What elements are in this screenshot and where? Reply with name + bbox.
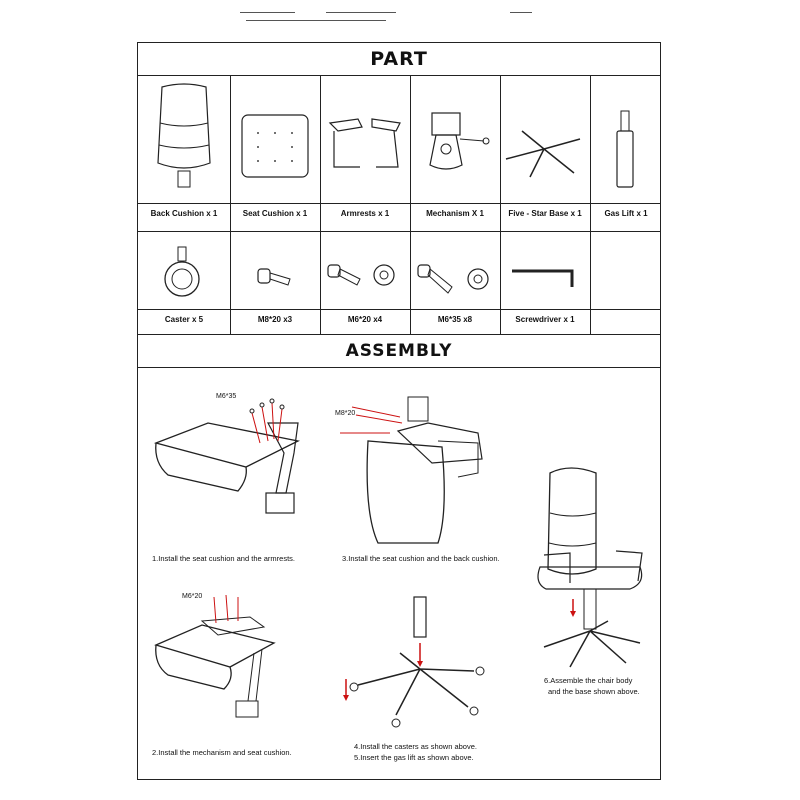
part-label: M8*20 x3 [257,315,293,324]
header-line [510,12,532,13]
part-label: Back Cushion x 1 [150,209,218,218]
part-label: M6*20 x4 [347,315,383,324]
divider [138,367,660,368]
part-label: Gas Lift x 1 [604,209,648,218]
divider [230,75,231,334]
parts-title: PART [370,48,428,70]
header-line [246,20,386,21]
step3-diagram [340,396,483,544]
divider [320,75,321,334]
step-instruction: and the base shown above. [548,687,640,696]
header-line [326,12,396,13]
step-instruction: 2.Install the mechanism and seat cushion… [152,748,292,757]
part-label: M6*35 x8 [437,315,473,324]
divider [500,75,501,334]
step-instruction: 4.Install the casters as shown above. [354,742,477,751]
five-star-base-image [505,130,581,178]
seat-cushion-image [241,114,309,178]
step-instruction: 1.Install the seat cushion and the armre… [152,554,295,563]
part-label: Seat Cushion x 1 [242,209,308,218]
assembly-title: ASSEMBLY [345,341,453,361]
divider [410,75,411,334]
step1-diagram [153,398,300,514]
step6-chair-diagram [537,467,643,668]
divider [138,309,660,310]
callout-label: M6*20 [182,593,203,600]
gas-lift-image [616,110,634,188]
step-instruction: 3.Install the seat cushion and the back … [342,554,500,563]
hex-key-image [512,269,574,287]
step2-diagram [154,594,276,718]
step-instruction: 5.Insert the gas lift as shown above. [354,753,474,762]
caster-image [164,246,200,297]
part-label: Mechanism X 1 [426,209,484,218]
divider [138,334,660,335]
armrests-image [328,118,401,168]
step-instruction: 6.Assemble the chair body [544,676,633,685]
divider [138,203,660,204]
part-label: Five - Star Base x 1 [508,209,582,218]
back-cushion-image [157,83,211,188]
m8-screw-image [257,268,291,286]
header-line [240,12,295,13]
mechanism-image [429,112,490,170]
divider [138,75,660,76]
divider [138,231,660,232]
part-label: Screwdriver x 1 [515,315,575,324]
part-label: Caster x 5 [164,315,204,324]
instruction-sheet: PART Back Cushion x 1 Seat Cushion x [137,42,661,780]
step4-base-diagram [343,596,485,728]
callout-label: M8*20 [335,410,356,417]
divider [590,75,591,334]
m6-20-bolt-washer-image [327,264,395,286]
m6-35-bolt-washer-image [417,264,489,294]
callout-label: M6*35 [216,393,237,400]
part-label: Armrests x 1 [340,209,390,218]
